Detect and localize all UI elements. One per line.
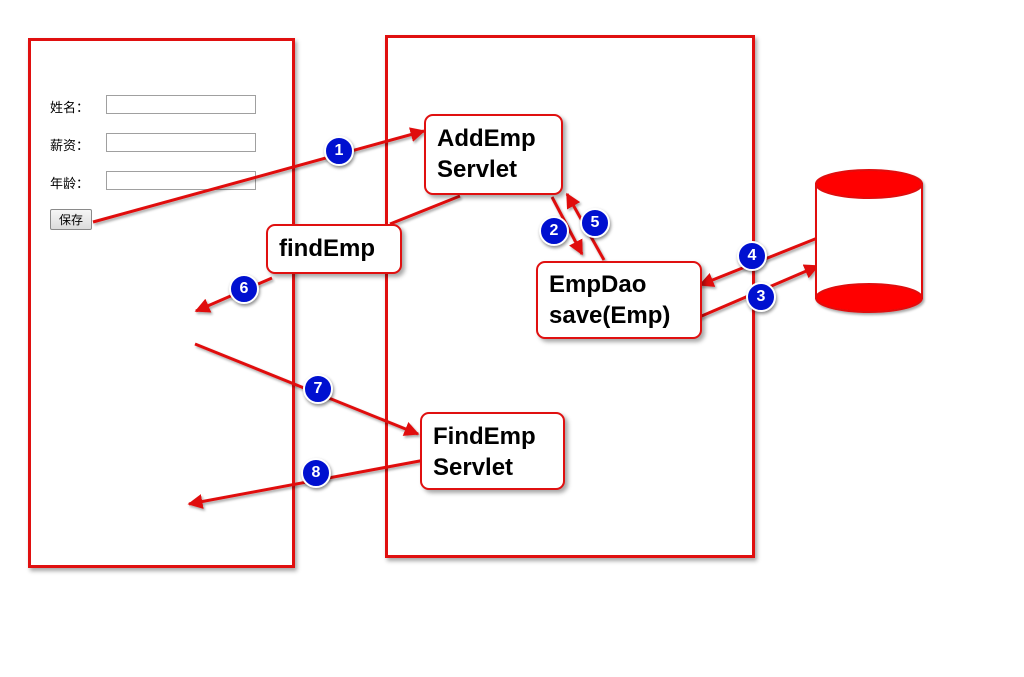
step-badge-3: 3 bbox=[746, 282, 776, 312]
browser-page-frame bbox=[28, 38, 295, 568]
empdao-line-2: save(Emp) bbox=[549, 302, 671, 329]
save-button[interactable]: 保存 bbox=[50, 209, 92, 230]
findemp-node: findEmp bbox=[266, 224, 402, 274]
addemp-servlet-line-2: Servlet bbox=[437, 156, 518, 183]
step-badge-6: 6 bbox=[229, 274, 259, 304]
addemp-servlet-node: AddEmp Servlet bbox=[424, 114, 563, 195]
findemp-servlet-node: FindEmp Servlet bbox=[420, 412, 565, 490]
name-label: 姓名： bbox=[50, 101, 90, 116]
arrow-step-1 bbox=[92, 127, 426, 224]
findemp-label: findEmp bbox=[279, 235, 375, 262]
empdao-line-1: EmpDao bbox=[549, 271, 647, 298]
age-label: 年龄： bbox=[50, 177, 90, 192]
step-badge-5: 5 bbox=[580, 208, 610, 238]
step-badge-4: 4 bbox=[737, 241, 767, 271]
empdao-node: EmpDao save(Emp) bbox=[536, 261, 702, 339]
step-badge-8: 8 bbox=[301, 458, 331, 488]
database-icon bbox=[815, 169, 923, 313]
salary-input[interactable] bbox=[106, 133, 256, 152]
arrow-findemp-link bbox=[389, 194, 461, 226]
age-input[interactable] bbox=[106, 171, 256, 190]
name-input[interactable] bbox=[106, 95, 256, 114]
findemp-servlet-line-2: Servlet bbox=[433, 454, 514, 481]
step-badge-1: 1 bbox=[324, 136, 354, 166]
salary-label: 薪资： bbox=[50, 139, 90, 154]
addemp-servlet-line-1: AddEmp bbox=[437, 125, 536, 152]
step-badge-2: 2 bbox=[539, 216, 569, 246]
findemp-servlet-line-1: FindEmp bbox=[433, 423, 536, 450]
step-badge-7: 7 bbox=[303, 374, 333, 404]
